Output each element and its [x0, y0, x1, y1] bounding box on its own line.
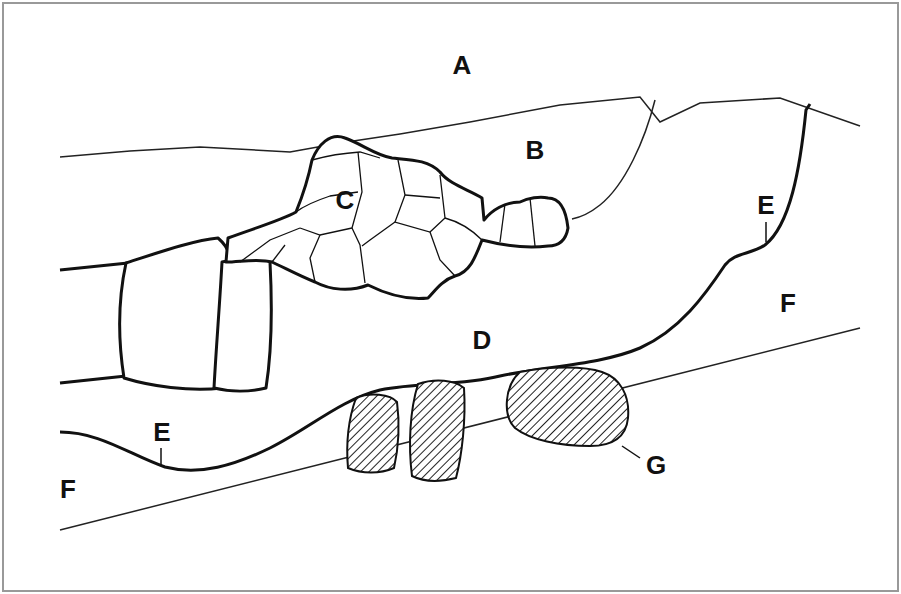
region-letter: C — [334, 186, 357, 214]
region-letter: E — [151, 418, 172, 446]
leader-line — [622, 446, 640, 458]
region-letter: G — [644, 451, 668, 479]
region-letter: F — [778, 289, 798, 317]
frame — [3, 3, 898, 591]
hatched-stones — [347, 368, 628, 481]
region-letter: A — [451, 51, 474, 79]
tick-mark — [765, 222, 767, 242]
region-letter: D — [471, 326, 494, 354]
layer-boundary — [572, 100, 655, 219]
surface-line — [60, 97, 860, 157]
region-letter: E — [755, 191, 776, 219]
tick-mark — [160, 448, 162, 466]
rock-blocks — [60, 137, 568, 391]
block-joints — [240, 152, 535, 283]
region-letter: B — [524, 136, 547, 164]
region-letter: F — [58, 475, 78, 503]
